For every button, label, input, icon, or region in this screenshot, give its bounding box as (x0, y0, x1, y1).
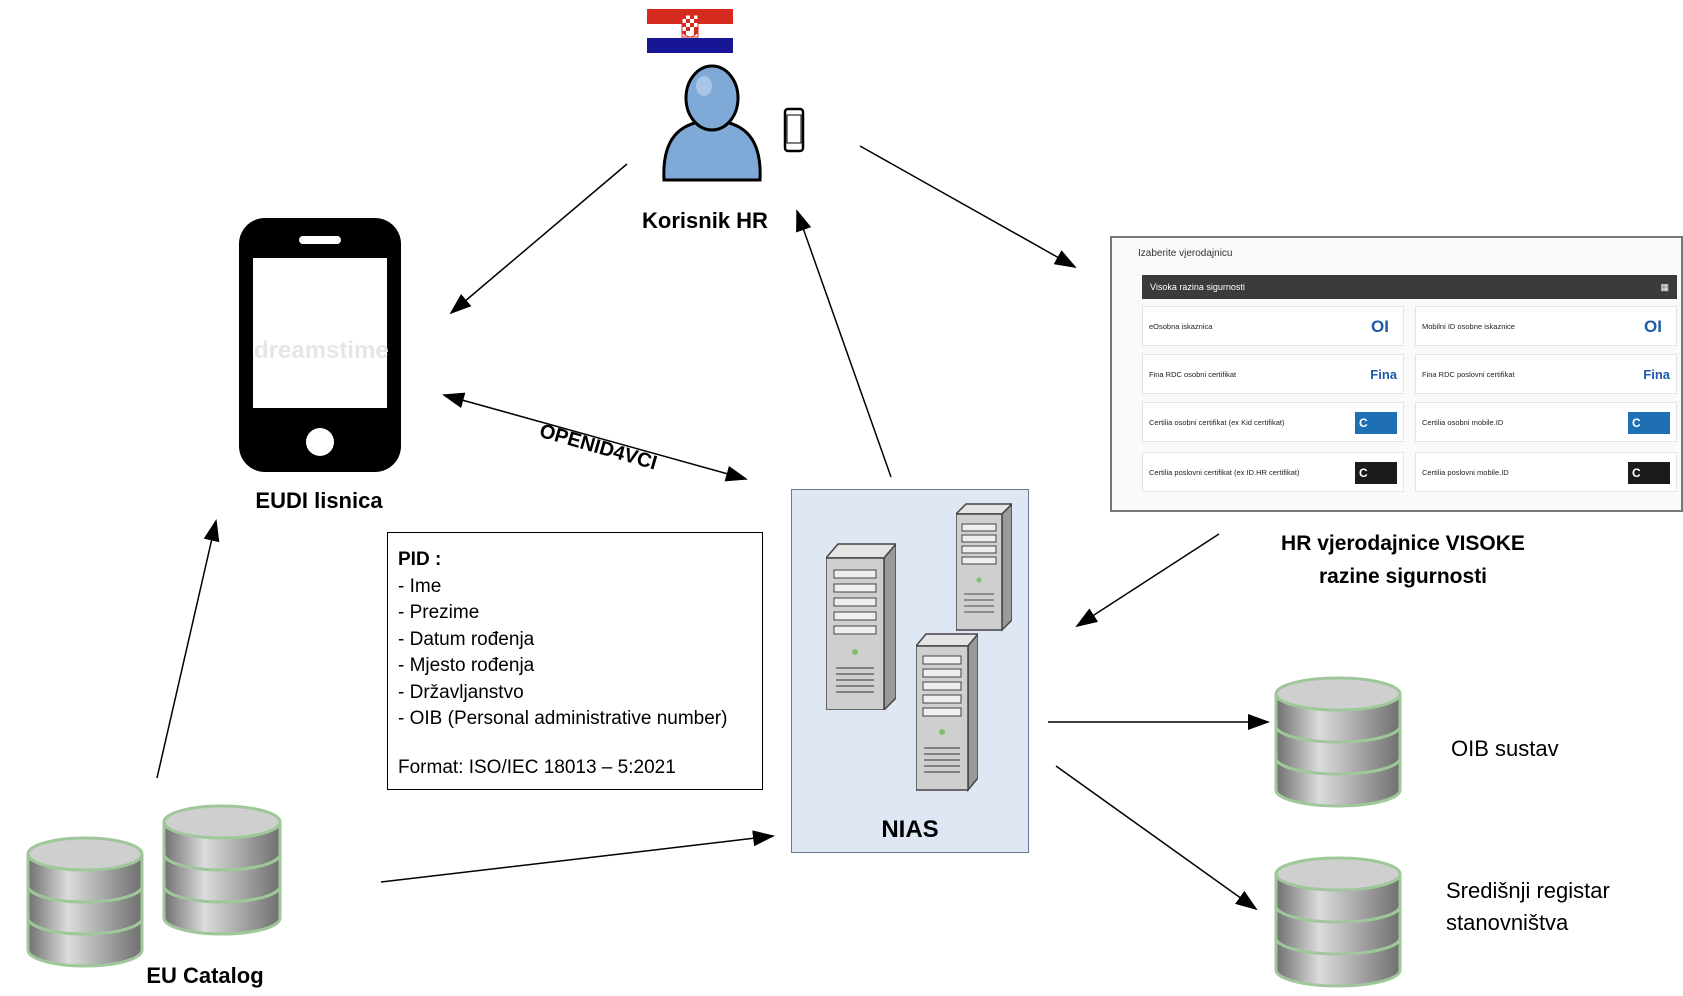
pid-attributes-box: PID : - Ime - Prezime - Datum rođenja - … (387, 532, 763, 790)
pid-item: - Ime (398, 575, 442, 597)
server-tower-icon (956, 502, 1012, 632)
security-level-label: Visoka razina sigurnosti (1150, 282, 1245, 292)
arrow-user-to-credentials (859, 145, 1077, 268)
arrow-wallet-nias-openid4vci (442, 392, 748, 482)
nias-label: NIAS (881, 816, 939, 843)
server-tower-icon (826, 542, 896, 710)
credential-card-label: Fina RDC osobni certifikat (1149, 370, 1237, 379)
credential-card-label: Certilia osobni mobile.ID (1422, 418, 1504, 427)
fina-logo-icon: Fina (1643, 367, 1670, 382)
arrow-user-to-wallet (449, 163, 628, 315)
mobile-phone-small-icon (783, 107, 805, 153)
grid-icon: ▦ (1660, 282, 1669, 292)
certilia-logo-icon: C (1355, 462, 1397, 484)
arrow-credentials-to-nias (1075, 533, 1220, 628)
registry-db-label-line1: Središnji registar (1446, 878, 1610, 903)
credentials-caption-line1: HR vjerodajnice VISOKE (1281, 532, 1525, 555)
user-person-icon (662, 64, 762, 182)
oib-db-label: OIB sustav (1451, 736, 1559, 761)
server-tower-icon (916, 632, 978, 792)
database-icon (1274, 856, 1402, 988)
certilia-logo-icon: C (1628, 412, 1670, 434)
credential-card[interactable]: Mobilni ID osobne iskaznice OI (1415, 306, 1677, 346)
arrow-nias-to-user (796, 209, 892, 478)
database-icon (162, 804, 282, 936)
croatian-flag-icon (647, 9, 733, 53)
credential-selection-screenshot: Izaberite vjerodajnicu Visoka razina sig… (1110, 236, 1683, 512)
wallet-label: EUDI lisnica (255, 488, 383, 513)
registry-db-label-line2: stanovništva (1446, 910, 1569, 935)
certilia-logo-icon: C (1628, 462, 1670, 484)
pid-item: - OIB (Personal administrative number) (398, 708, 728, 729)
arrow-catalog-to-nias (380, 830, 775, 883)
user-label: Korisnik HR (642, 208, 768, 233)
credential-card-label: eOsobna iskaznica (1149, 322, 1213, 331)
arrow-catalog-to-wallet (156, 519, 220, 779)
pid-item: - Datum rođenja (398, 628, 535, 650)
credential-card-label: Fina RDC poslovni certifikat (1422, 370, 1515, 379)
credential-card[interactable]: Certilia osobni certifikat (ex Kid certi… (1142, 402, 1404, 442)
catalog-label: EU Catalog (146, 963, 264, 988)
nias-server-box: NIAS (791, 489, 1029, 853)
pid-item: - Prezime (398, 602, 480, 623)
watermark-text: dreamstime (254, 337, 389, 364)
credential-card-label: Mobilni ID osobne iskaznice (1422, 322, 1515, 331)
credentials-caption-line2: razine sigurnosti (1318, 565, 1488, 588)
arrow-nias-to-registry (1055, 765, 1258, 911)
credential-card[interactable]: Fina RDC osobni certifikat Fina (1142, 354, 1404, 394)
fina-logo-icon: Fina (1370, 367, 1397, 382)
pid-title: PID : (398, 549, 442, 570)
osobna-iskaznica-logo-icon: OI (1371, 317, 1389, 336)
certilia-logo-icon: C (1355, 412, 1397, 434)
credential-card[interactable]: Fina RDC poslovni certifikat Fina (1415, 354, 1677, 394)
pid-format: Format: ISO/IEC 18013 – 5:2021 (398, 756, 676, 778)
credential-card-label: Certilia poslovni mobile.ID (1422, 468, 1509, 477)
pid-item: - Državljanstvo (398, 681, 524, 703)
credential-card[interactable]: eOsobna iskaznica OI (1142, 306, 1404, 346)
credential-card[interactable]: Certilia poslovni mobile.ID C (1415, 452, 1677, 492)
credential-card[interactable]: Certilia poslovni certifikat (ex ID.HR c… (1142, 452, 1404, 492)
security-level-bar: Visoka razina sigurnosti ▦ (1142, 275, 1677, 299)
database-icon (26, 836, 144, 968)
credential-card-label: Certilia osobni certifikat (ex Kid certi… (1149, 418, 1285, 427)
osobna-iskaznica-logo-icon: OI (1644, 317, 1662, 336)
smartphone-wallet-icon (239, 218, 401, 472)
pid-item: - Mjesto rođenja (398, 655, 535, 676)
credential-screen-title: Izaberite vjerodajnicu (1138, 248, 1233, 259)
credential-card[interactable]: Certilia osobni mobile.ID C (1415, 402, 1677, 442)
database-icon (1274, 676, 1402, 808)
credential-card-label: Certilia poslovni certifikat (ex ID.HR c… (1149, 468, 1300, 477)
